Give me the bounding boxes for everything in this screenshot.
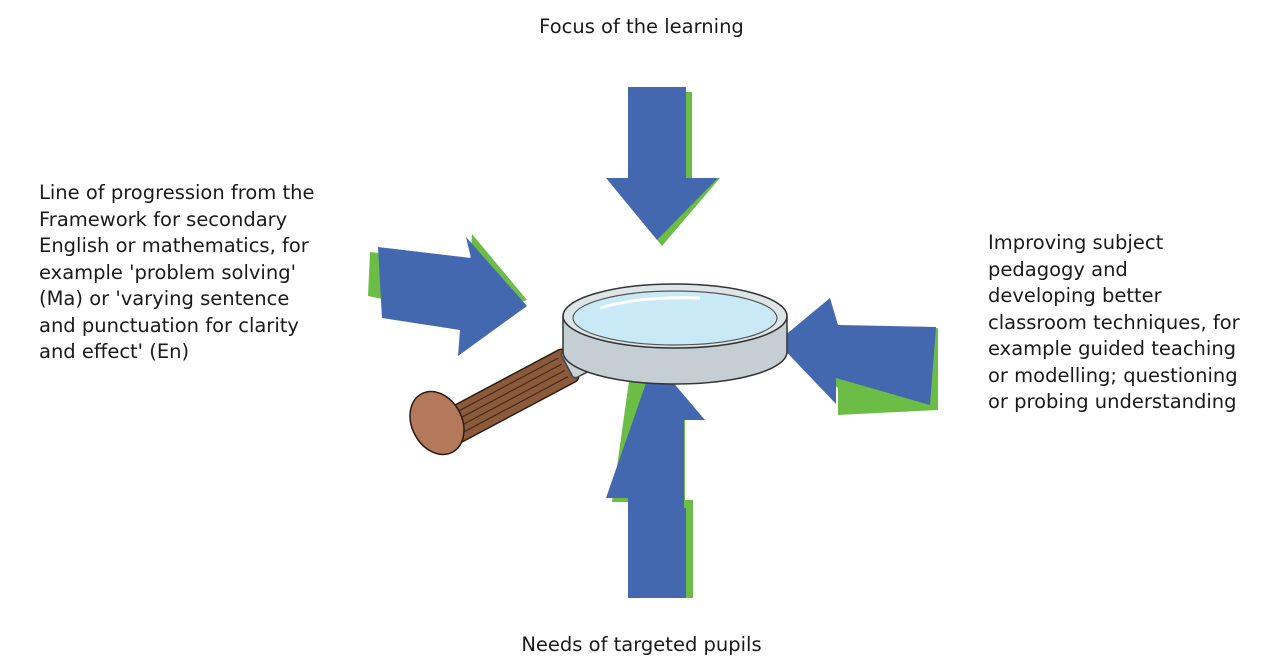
- left-label-line: (Ma) or 'varying sentence: [39, 287, 290, 310]
- arrow-bottom: [606, 360, 705, 598]
- right-label-line: developing better: [988, 284, 1162, 307]
- right-label-line: example guided teaching: [988, 337, 1237, 360]
- arrow-left: [368, 234, 527, 356]
- left-label-line: and punctuation for clarity: [39, 313, 299, 337]
- arrow-top: [606, 87, 720, 246]
- arrow-right: [777, 298, 938, 415]
- bottom-label: Needs of targeted pupils: [521, 633, 762, 656]
- right-label-line: or probing understanding: [988, 390, 1237, 413]
- right-label-line: classroom techniques, for: [988, 310, 1240, 334]
- left-label-line: Line of progression from the: [39, 181, 315, 204]
- right-label-line: or modelling; questioning: [988, 363, 1238, 387]
- left-label-line: example 'problem solving': [39, 260, 296, 284]
- right-label: Improving subject pedagogy and developin…: [988, 230, 1283, 416]
- right-label-line: pedagogy and: [988, 257, 1128, 281]
- left-label-line: Framework for secondary: [39, 207, 288, 231]
- top-label: Focus of the learning: [539, 15, 744, 38]
- left-label-line: English or mathematics, for: [39, 234, 309, 257]
- magnifying-glass-icon: [409, 283, 788, 456]
- left-label-line: and effect' (En): [39, 340, 190, 363]
- right-label-line: Improving subject: [988, 231, 1164, 254]
- left-label: Line of progression from the Framework f…: [39, 180, 339, 366]
